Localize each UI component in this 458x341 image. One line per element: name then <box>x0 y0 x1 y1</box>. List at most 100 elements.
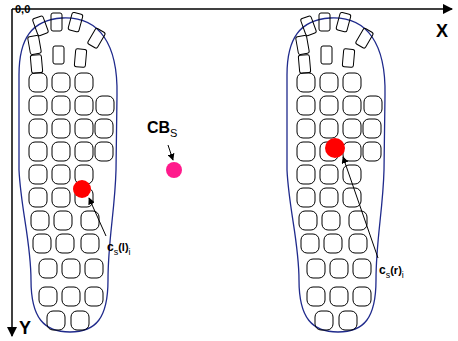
pressure-sensor <box>315 311 333 330</box>
pressure-sensor <box>75 96 93 115</box>
center-of-balance-point <box>166 162 182 178</box>
pressure-sensor <box>297 188 315 207</box>
toe-sensor <box>74 49 87 68</box>
label: c <box>379 263 386 277</box>
toe-sensor <box>53 46 64 64</box>
pressure-sensor <box>29 119 47 138</box>
subscript-label: i <box>402 270 404 280</box>
toe-sensor <box>296 35 310 55</box>
toe-sensor <box>87 28 106 49</box>
subscript-label: i <box>129 247 131 257</box>
pressure-sensor <box>29 96 47 115</box>
toe-sensor <box>298 55 311 74</box>
pressure-sensor <box>307 259 325 278</box>
pressure-sensor <box>320 119 338 138</box>
pressure-sensor <box>95 119 113 138</box>
label-group: 0,0 <box>15 0 30 16</box>
pressure-sensor <box>301 234 319 253</box>
pressure-sensor <box>297 165 315 184</box>
pressure-sensor <box>75 119 93 138</box>
pressure-sensor <box>71 311 89 330</box>
pressure-sensor <box>39 259 57 278</box>
label: CB <box>147 119 170 136</box>
subscript-label: S <box>170 127 177 139</box>
pressure-sensor <box>81 234 99 253</box>
insole <box>287 12 385 332</box>
pressure-sensor <box>95 142 113 161</box>
label: 0,0 <box>15 3 30 15</box>
pressure-sensor <box>320 188 338 207</box>
pressure-sensor <box>297 142 315 161</box>
x-axis <box>12 8 452 10</box>
pressure-sensor <box>307 287 325 306</box>
pressure-sensor <box>52 96 70 115</box>
toe-sensor <box>51 13 62 31</box>
leader-line <box>343 157 378 258</box>
insole <box>19 12 117 332</box>
toe-sensor <box>300 15 316 36</box>
pressure-sensor <box>343 142 361 161</box>
label-group: X <box>436 22 448 40</box>
label: c <box>107 240 114 254</box>
pressure-sensor <box>39 287 57 306</box>
subscript-label: s <box>114 247 119 257</box>
label-group: CBS <box>147 120 177 136</box>
label: (l) <box>118 241 128 253</box>
toe-sensor <box>342 49 355 68</box>
pressure-sensor <box>343 165 361 184</box>
label: Y <box>19 318 31 338</box>
pressure-sensor <box>349 211 367 230</box>
pressure-sensor <box>52 188 70 207</box>
pressure-sensor <box>47 311 65 330</box>
y-axis <box>11 9 13 336</box>
pressure-sensor <box>52 165 70 184</box>
toe-sensor <box>336 12 351 32</box>
pressure-sensor <box>353 259 371 278</box>
pressure-sensor <box>52 73 70 92</box>
pressure-sensor <box>52 119 70 138</box>
label: X <box>436 21 448 41</box>
label-group: Y <box>19 319 31 337</box>
pressure-sensor <box>364 96 382 115</box>
pressure-sensor <box>33 234 51 253</box>
sensor-point-left <box>73 180 91 198</box>
pressure-sensor <box>85 259 103 278</box>
pressure-sensor <box>320 73 338 92</box>
pressure-sensor <box>54 211 72 230</box>
label-group: cs(l)i <box>107 238 131 254</box>
pressure-sensor <box>299 211 317 230</box>
toe-sensor <box>32 15 48 36</box>
leader-line <box>168 145 173 160</box>
pressure-sensor <box>349 234 367 253</box>
pressure-sensor <box>297 96 315 115</box>
pressure-sensor <box>29 142 47 161</box>
leader-line <box>89 198 106 236</box>
pressure-sensor <box>363 119 381 138</box>
pressure-sensor <box>29 165 47 184</box>
toe-sensor <box>68 12 83 32</box>
pressure-sensor <box>353 287 371 306</box>
subscript-label: s <box>386 270 391 280</box>
pressure-sensor <box>31 211 49 230</box>
pressure-sensor <box>62 287 80 306</box>
pressure-sensor <box>343 73 361 92</box>
pressure-sensor <box>96 96 114 115</box>
label: (r) <box>390 264 402 276</box>
pressure-sensor <box>29 188 47 207</box>
pressure-sensor <box>330 287 348 306</box>
pressure-sensor <box>343 119 361 138</box>
pressure-sensor <box>320 96 338 115</box>
pressure-sensor <box>343 96 361 115</box>
pressure-sensor <box>75 73 93 92</box>
pressure-sensor <box>297 119 315 138</box>
pressure-sensor <box>322 211 340 230</box>
pressure-sensor <box>343 188 361 207</box>
toe-sensor <box>30 55 43 74</box>
toe-sensor <box>28 35 42 55</box>
pressure-sensor <box>363 142 381 161</box>
pressure-sensor <box>324 234 342 253</box>
toe-sensor <box>319 13 330 31</box>
toe-sensor <box>321 46 332 64</box>
pressure-sensor <box>62 259 80 278</box>
